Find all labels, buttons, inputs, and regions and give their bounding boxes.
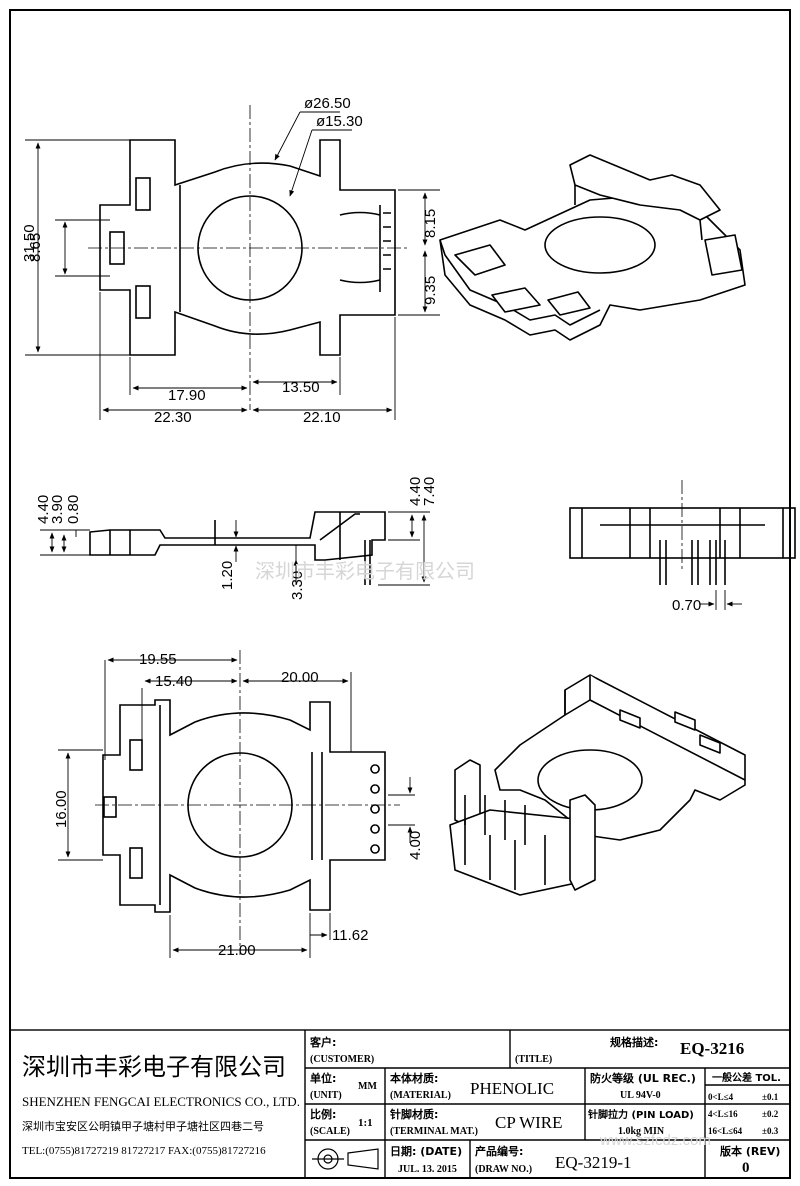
dim-side-r-h1: 4.40: [407, 477, 424, 506]
company-address: 深圳市宝安区公明镇甲子塘村甲子塘社区四巷二号: [22, 1119, 264, 1133]
drawno-label-en: (DRAW NO.): [475, 1164, 532, 1175]
material-label-en: (MATERIAL): [390, 1090, 451, 1101]
drawno-label-cn: 产品编号:: [475, 1144, 523, 1158]
terminal-value: CP WIRE: [495, 1113, 563, 1132]
bottom-view-dims: [58, 657, 415, 958]
top-view-centerlines: [88, 105, 410, 410]
dim-bottom-w2: 15.40: [155, 673, 193, 690]
terminal-label-cn: 针脚材质:: [390, 1107, 438, 1121]
dim-right-width: 22.10: [303, 409, 341, 426]
rev-label: 版本 (REV): [720, 1144, 780, 1158]
bottom-view: [102, 699, 386, 913]
company-phone: TEL:(0755)81727219 81727217 FAX:(0755)81…: [22, 1145, 266, 1157]
dim-dia-outer: ø26.50: [304, 95, 351, 112]
dim-left-center: 17.90: [168, 387, 206, 404]
spec-label: 规格描述:: [610, 1035, 658, 1049]
top-view: [99, 139, 396, 356]
dim-side-h1: 4.40: [35, 495, 52, 524]
terminal-label-en: (TERMINAL MAT.): [390, 1126, 478, 1137]
dim-bottom-height: 16.00: [53, 790, 70, 828]
dim-side-h3: 0.80: [65, 495, 82, 524]
spec-value: EQ-3216: [680, 1039, 744, 1058]
dim-bottom-w3: 20.00: [281, 669, 319, 686]
material-label-cn: 本体材质:: [390, 1071, 438, 1085]
tol-range-3: 16<L≤64: [708, 1126, 743, 1136]
dim-left-width: 22.30: [154, 409, 192, 426]
customer-label-cn: 客户:: [309, 1035, 336, 1049]
unit-label-en: (UNIT): [310, 1090, 342, 1101]
bottom-view-centerlines: [95, 650, 400, 955]
side-view-dims: [40, 511, 430, 586]
dim-bottom-w1: 19.55: [139, 651, 177, 668]
iso-view-top: [439, 154, 746, 341]
dim-bottom-base-width: 21.00: [218, 942, 256, 959]
flame-label: 防火等级 (UL REC.): [590, 1071, 696, 1085]
title-block: [9, 1029, 791, 1179]
scale-label-cn: 比例:: [310, 1107, 336, 1121]
drawno-value: EQ-3219-1: [555, 1153, 631, 1172]
watermark-corner: www.szfcdz.com: [599, 1132, 711, 1149]
flame-value: UL 94V-0: [620, 1090, 661, 1101]
dim-dia-inner: ø15.30: [316, 113, 363, 130]
tol-value-1: ±0.1: [762, 1092, 779, 1102]
customer-label-en: (CUSTOMER): [310, 1054, 374, 1065]
pin-load-value: 1.0kg MIN: [618, 1126, 665, 1137]
watermark-center: 深圳市丰彩电子有限公司: [255, 559, 475, 583]
scale-value: 1:1: [358, 1117, 373, 1129]
dim-slot-pitch: 8.65: [27, 233, 44, 262]
dim-right-lower: 9.35: [422, 276, 439, 305]
tol-value-2: ±0.2: [762, 1109, 779, 1119]
dim-side-h2: 3.90: [49, 495, 66, 524]
dim-bottom-pin-pitch: 4.00: [407, 831, 424, 860]
dim-side-thk: 1.20: [219, 561, 236, 590]
company-name-cn: 深圳市丰彩电子有限公司: [22, 1053, 286, 1081]
date-value: JUL. 13. 2015: [398, 1164, 457, 1175]
tol-value-3: ±0.3: [762, 1126, 779, 1136]
company-name-en: SHENZHEN FENGCAI ELECTRONICS CO., LTD.: [22, 1094, 300, 1109]
dim-right-upper: 8.15: [422, 209, 439, 238]
projection-symbol-icon: [312, 1148, 379, 1170]
material-value: PHENOLIC: [470, 1079, 554, 1098]
date-label: 日期: (DATE): [390, 1144, 462, 1158]
top-view-dims: [25, 111, 440, 420]
scale-label-en: (SCALE): [310, 1126, 350, 1137]
side-view: [89, 511, 386, 585]
tol-range-1: 0<L≤4: [708, 1092, 734, 1102]
dim-right-center: 13.50: [282, 379, 320, 396]
front-view-dims: [700, 590, 742, 610]
front-view: [569, 507, 796, 585]
unit-value: MM: [358, 1081, 377, 1092]
tol-range-2: 4<L≤16: [708, 1109, 738, 1119]
title-label: (TITLE): [515, 1054, 552, 1065]
dim-side-r-h2: 7.40: [421, 477, 438, 506]
tol-label: 一般公差 TOL.: [712, 1071, 781, 1084]
rev-value: 0: [742, 1160, 750, 1176]
dim-bottom-right-ext: 11.62: [332, 927, 368, 944]
pin-load-label: 针脚拉力 (PIN LOAD): [588, 1108, 694, 1121]
dim-height: 31.50: [21, 224, 38, 262]
dim-pin-dia: 0.70: [672, 597, 701, 614]
iso-view-bottom: [449, 674, 746, 896]
dim-side-pin-len: 3.30: [289, 571, 306, 600]
unit-label-cn: 单位:: [310, 1071, 336, 1085]
